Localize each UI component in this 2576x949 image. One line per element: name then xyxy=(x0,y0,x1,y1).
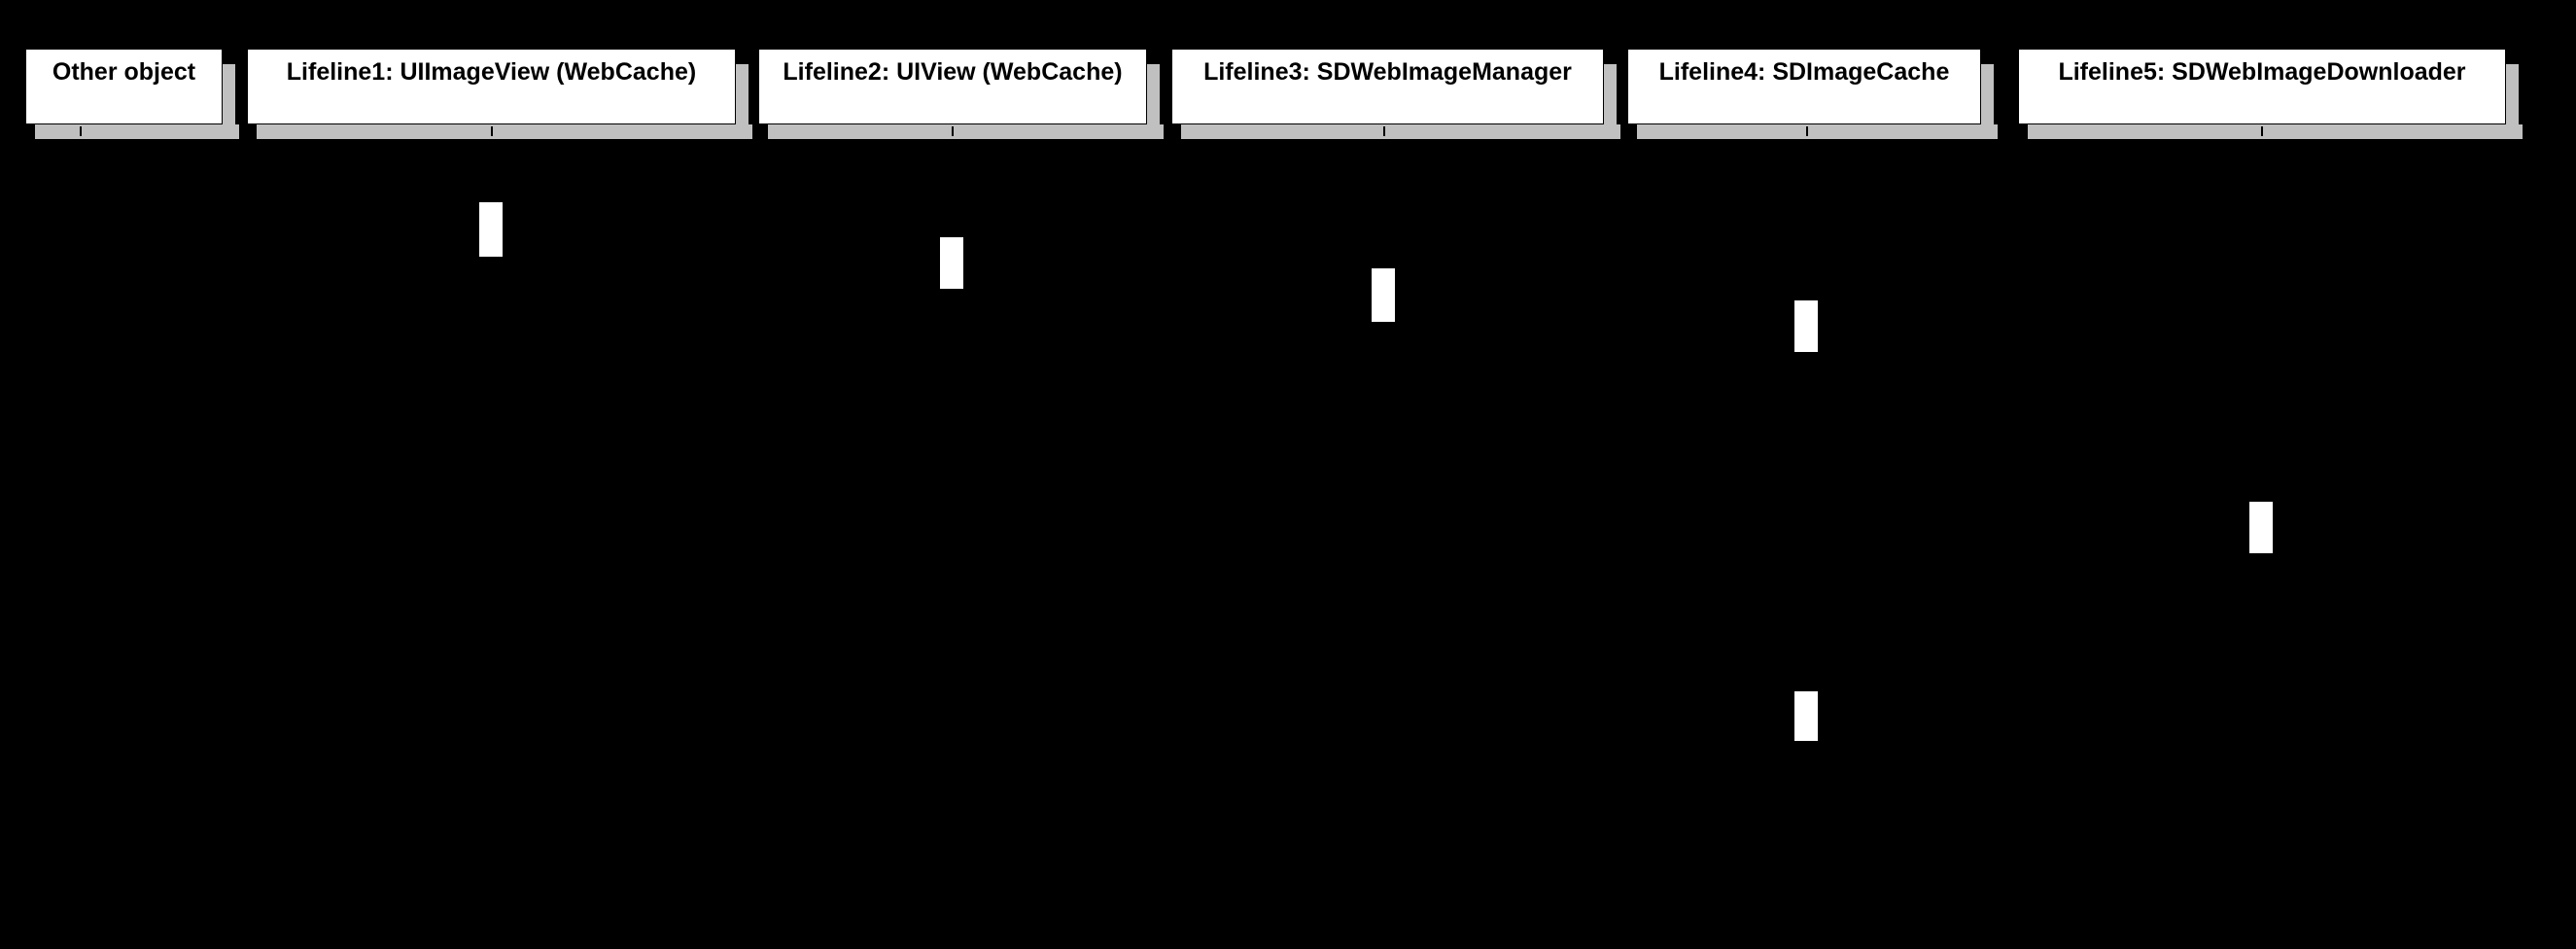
lifeline-box-shadow-right xyxy=(223,64,235,139)
lifeline-label: Lifeline5: SDWebImageDownloader xyxy=(2058,58,2466,86)
lifeline-label: Lifeline3: SDWebImageManager xyxy=(1203,58,1572,86)
lifeline-header-lifeline2[interactable]: Lifeline2: UIView (WebCache) xyxy=(758,49,1160,139)
lifeline-box[interactable]: Lifeline5: SDWebImageDownloader xyxy=(2018,49,2506,124)
lifeline-header-other-object[interactable]: Other object xyxy=(25,49,235,139)
lifeline-baseline-lifeline2 xyxy=(768,124,1164,139)
lifeline-box[interactable]: Other object xyxy=(25,49,223,124)
activation-bar[interactable] xyxy=(1793,299,1819,353)
lifeline-origin-tick xyxy=(491,126,493,136)
lifeline-header-lifeline3[interactable]: Lifeline3: SDWebImageManager xyxy=(1171,49,1617,139)
lifeline-origin-tick xyxy=(2261,126,2263,136)
lifeline-box-shadow-right xyxy=(1147,64,1160,139)
lifeline-header-lifeline5[interactable]: Lifeline5: SDWebImageDownloader xyxy=(2018,49,2519,139)
lifeline-origin-tick xyxy=(1806,126,1808,136)
lifeline-baseline-other-object xyxy=(35,124,239,139)
lifeline-origin-tick xyxy=(952,126,954,136)
activation-bar[interactable] xyxy=(478,201,504,258)
lifeline-box[interactable]: Lifeline2: UIView (WebCache) xyxy=(758,49,1147,124)
lifeline-label: Other object xyxy=(52,58,196,86)
activation-bar[interactable] xyxy=(2248,501,2274,554)
lifeline-box[interactable]: Lifeline4: SDImageCache xyxy=(1627,49,1981,124)
lifeline-label: Lifeline2: UIView (WebCache) xyxy=(783,58,1123,86)
lifeline-box-shadow-right xyxy=(1604,64,1617,139)
lifeline-box[interactable]: Lifeline3: SDWebImageManager xyxy=(1171,49,1604,124)
lifeline-baseline-lifeline3 xyxy=(1181,124,1620,139)
message-arrow xyxy=(1819,690,2274,692)
lifeline-axis-lifeline2 xyxy=(952,139,954,949)
lifeline-box-shadow-right xyxy=(736,64,748,139)
message-arrow xyxy=(1819,501,2248,503)
lifeline-baseline-lifeline1 xyxy=(257,124,752,139)
lifeline-box-shadow-right xyxy=(1981,64,1994,139)
message-arrow xyxy=(964,267,1371,269)
lifeline-axis-lifeline3 xyxy=(1383,139,1385,949)
lifeline-baseline-lifeline4 xyxy=(1637,124,1998,139)
lifeline-label: Lifeline1: UIImageView (WebCache) xyxy=(286,58,697,86)
activation-bar[interactable] xyxy=(939,236,964,290)
lifeline-header-lifeline4[interactable]: Lifeline4: SDImageCache xyxy=(1627,49,1994,139)
lifeline-label: Lifeline4: SDImageCache xyxy=(1658,58,1950,86)
message-arrow xyxy=(504,236,939,238)
lifeline-axis-lifeline4 xyxy=(1806,139,1808,949)
message-arrow xyxy=(1396,299,1793,301)
lifeline-axis-other-object xyxy=(80,139,82,949)
lifeline-baseline-lifeline5 xyxy=(2028,124,2523,139)
lifeline-axis-lifeline1 xyxy=(491,139,493,949)
activation-bar[interactable] xyxy=(1371,267,1396,323)
lifeline-header-lifeline1[interactable]: Lifeline1: UIImageView (WebCache) xyxy=(247,49,748,139)
lifeline-origin-tick xyxy=(80,126,82,136)
lifeline-box[interactable]: Lifeline1: UIImageView (WebCache) xyxy=(247,49,736,124)
message-arrow xyxy=(80,201,478,203)
lifeline-origin-tick xyxy=(1383,126,1385,136)
activation-bar[interactable] xyxy=(1793,690,1819,742)
lifeline-box-shadow-right xyxy=(2506,64,2519,139)
